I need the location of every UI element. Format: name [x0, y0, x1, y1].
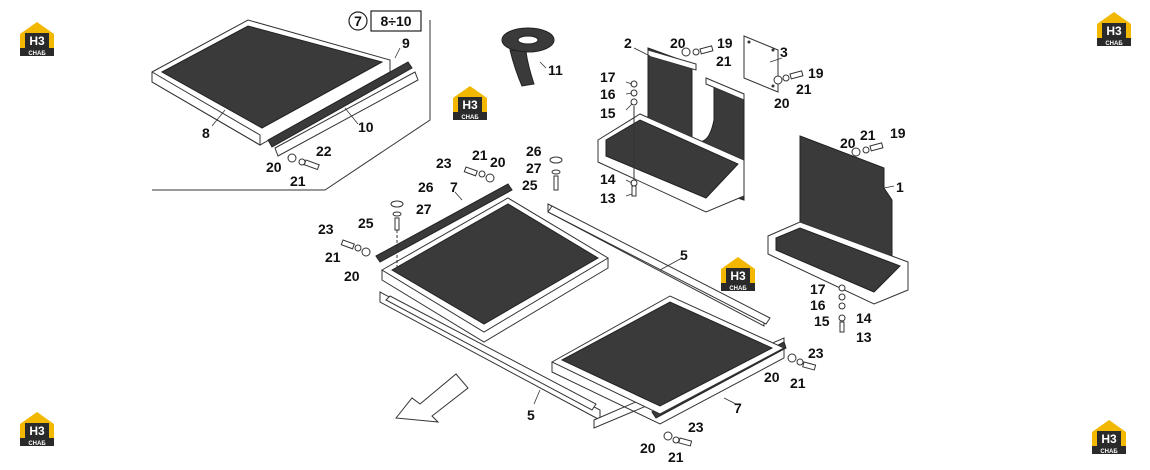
- label-15-left: 15: [600, 105, 616, 121]
- label-5-left: 5: [527, 407, 535, 423]
- label-25-left: 25: [358, 215, 374, 231]
- label-3: 3: [780, 44, 788, 60]
- rail-10: [274, 71, 419, 157]
- callout-range-box: [370, 10, 422, 32]
- main-frame: [375, 183, 787, 429]
- logo-center-right: H3 СНАБ: [721, 257, 755, 292]
- tape-roll-11: [501, 27, 555, 87]
- label-16-right: 16: [810, 297, 826, 313]
- logo-mark: H3: [29, 34, 45, 48]
- logo-caption: СНАБ: [28, 51, 46, 57]
- label-20-c: 20: [840, 135, 856, 151]
- leader-lines: [454, 47, 895, 405]
- label-20-e: 20: [344, 268, 360, 284]
- seal-strip-9: [267, 61, 413, 148]
- logo-mark: H3: [462, 98, 478, 112]
- label-19-c: 19: [890, 125, 906, 141]
- logo-mark: H3: [730, 269, 746, 283]
- label-23-d: 23: [688, 419, 704, 435]
- label-14-right: 14: [856, 310, 872, 326]
- direction-arrow-icon: [395, 373, 469, 423]
- label-21-b: 21: [796, 81, 812, 97]
- logo-mark: H3: [29, 424, 45, 438]
- label-25-mid: 25: [522, 177, 538, 193]
- label-20-b: 20: [774, 95, 790, 111]
- label-21-c: 21: [860, 127, 876, 143]
- label-20-g: 20: [764, 369, 780, 385]
- label-20-d: 20: [490, 154, 506, 170]
- side-panel-1: [767, 135, 909, 305]
- logo-top-left: H3 СНАБ: [20, 22, 54, 57]
- label-21-a: 21: [716, 53, 732, 69]
- label-7-front: 7: [734, 400, 742, 416]
- label-23-b: 23: [318, 221, 334, 237]
- label-26-left: 26: [418, 179, 434, 195]
- cover-plate-3: [743, 35, 779, 93]
- label-21-d: 21: [472, 147, 488, 163]
- logo-caption: СНАБ: [1100, 449, 1118, 455]
- callout-range: 8÷10: [380, 13, 411, 29]
- label-2: 2: [624, 35, 632, 51]
- inset-border: [152, 20, 431, 191]
- detail-inset: 7 8÷10: [151, 10, 431, 191]
- part-labels: 1 2 3 5 5 7 7 8 9 10 11 17 16 15 14 13 1…: [202, 35, 906, 465]
- label-21-g: 21: [790, 375, 806, 391]
- label-20-a: 20: [670, 35, 686, 51]
- label-13-left: 13: [600, 190, 616, 206]
- label-21-e: 21: [325, 249, 341, 265]
- logo-caption: СНАБ: [461, 115, 479, 121]
- logo-bottom-right: H3 СНАБ: [1092, 420, 1126, 455]
- logo-bottom-left: H3 СНАБ: [20, 412, 54, 447]
- label-21-h: 21: [668, 449, 684, 465]
- callout-ref: 7: [354, 13, 362, 29]
- mat-rear-surface: [391, 203, 599, 325]
- label-27-mid: 27: [526, 160, 542, 176]
- logo-center-left: H3 СНАБ: [453, 86, 487, 121]
- mat-8-surface: [160, 25, 384, 129]
- logo-caption: СНАБ: [729, 286, 747, 292]
- label-1: 1: [896, 179, 904, 195]
- label-8: 8: [202, 125, 210, 141]
- label-19-b: 19: [808, 65, 824, 81]
- label-21-f: 21: [290, 173, 306, 189]
- mat-front-surface: [560, 301, 774, 407]
- label-13-right: 13: [856, 329, 872, 345]
- label-22: 22: [316, 143, 332, 159]
- label-7-rear: 7: [450, 179, 458, 195]
- rail-7-rear: [375, 183, 513, 263]
- label-20-f: 20: [266, 159, 282, 175]
- label-27-left: 27: [416, 201, 432, 217]
- logo-caption: СНАБ: [1105, 41, 1123, 47]
- logo-top-right: H3 СНАБ: [1097, 12, 1131, 47]
- label-5-right: 5: [680, 247, 688, 263]
- label-15-right: 15: [814, 313, 830, 329]
- logo-mark: H3: [1106, 24, 1122, 38]
- side-panel-2: [597, 47, 745, 213]
- logo-mark: H3: [1101, 432, 1117, 446]
- callout-ref-circle: [348, 11, 368, 31]
- label-17-left: 17: [600, 69, 616, 85]
- label-14-left: 14: [600, 171, 616, 187]
- label-16-left: 16: [600, 86, 616, 102]
- label-10: 10: [358, 119, 374, 135]
- label-20-h: 20: [640, 440, 656, 456]
- logo-caption: СНАБ: [28, 441, 46, 447]
- label-11: 11: [548, 62, 563, 78]
- label-17-right: 17: [810, 281, 826, 297]
- label-26-mid: 26: [526, 143, 542, 159]
- label-23-a: 23: [436, 155, 452, 171]
- label-23-c: 23: [808, 345, 824, 361]
- label-19-a: 19: [717, 35, 733, 51]
- label-9: 9: [402, 35, 410, 51]
